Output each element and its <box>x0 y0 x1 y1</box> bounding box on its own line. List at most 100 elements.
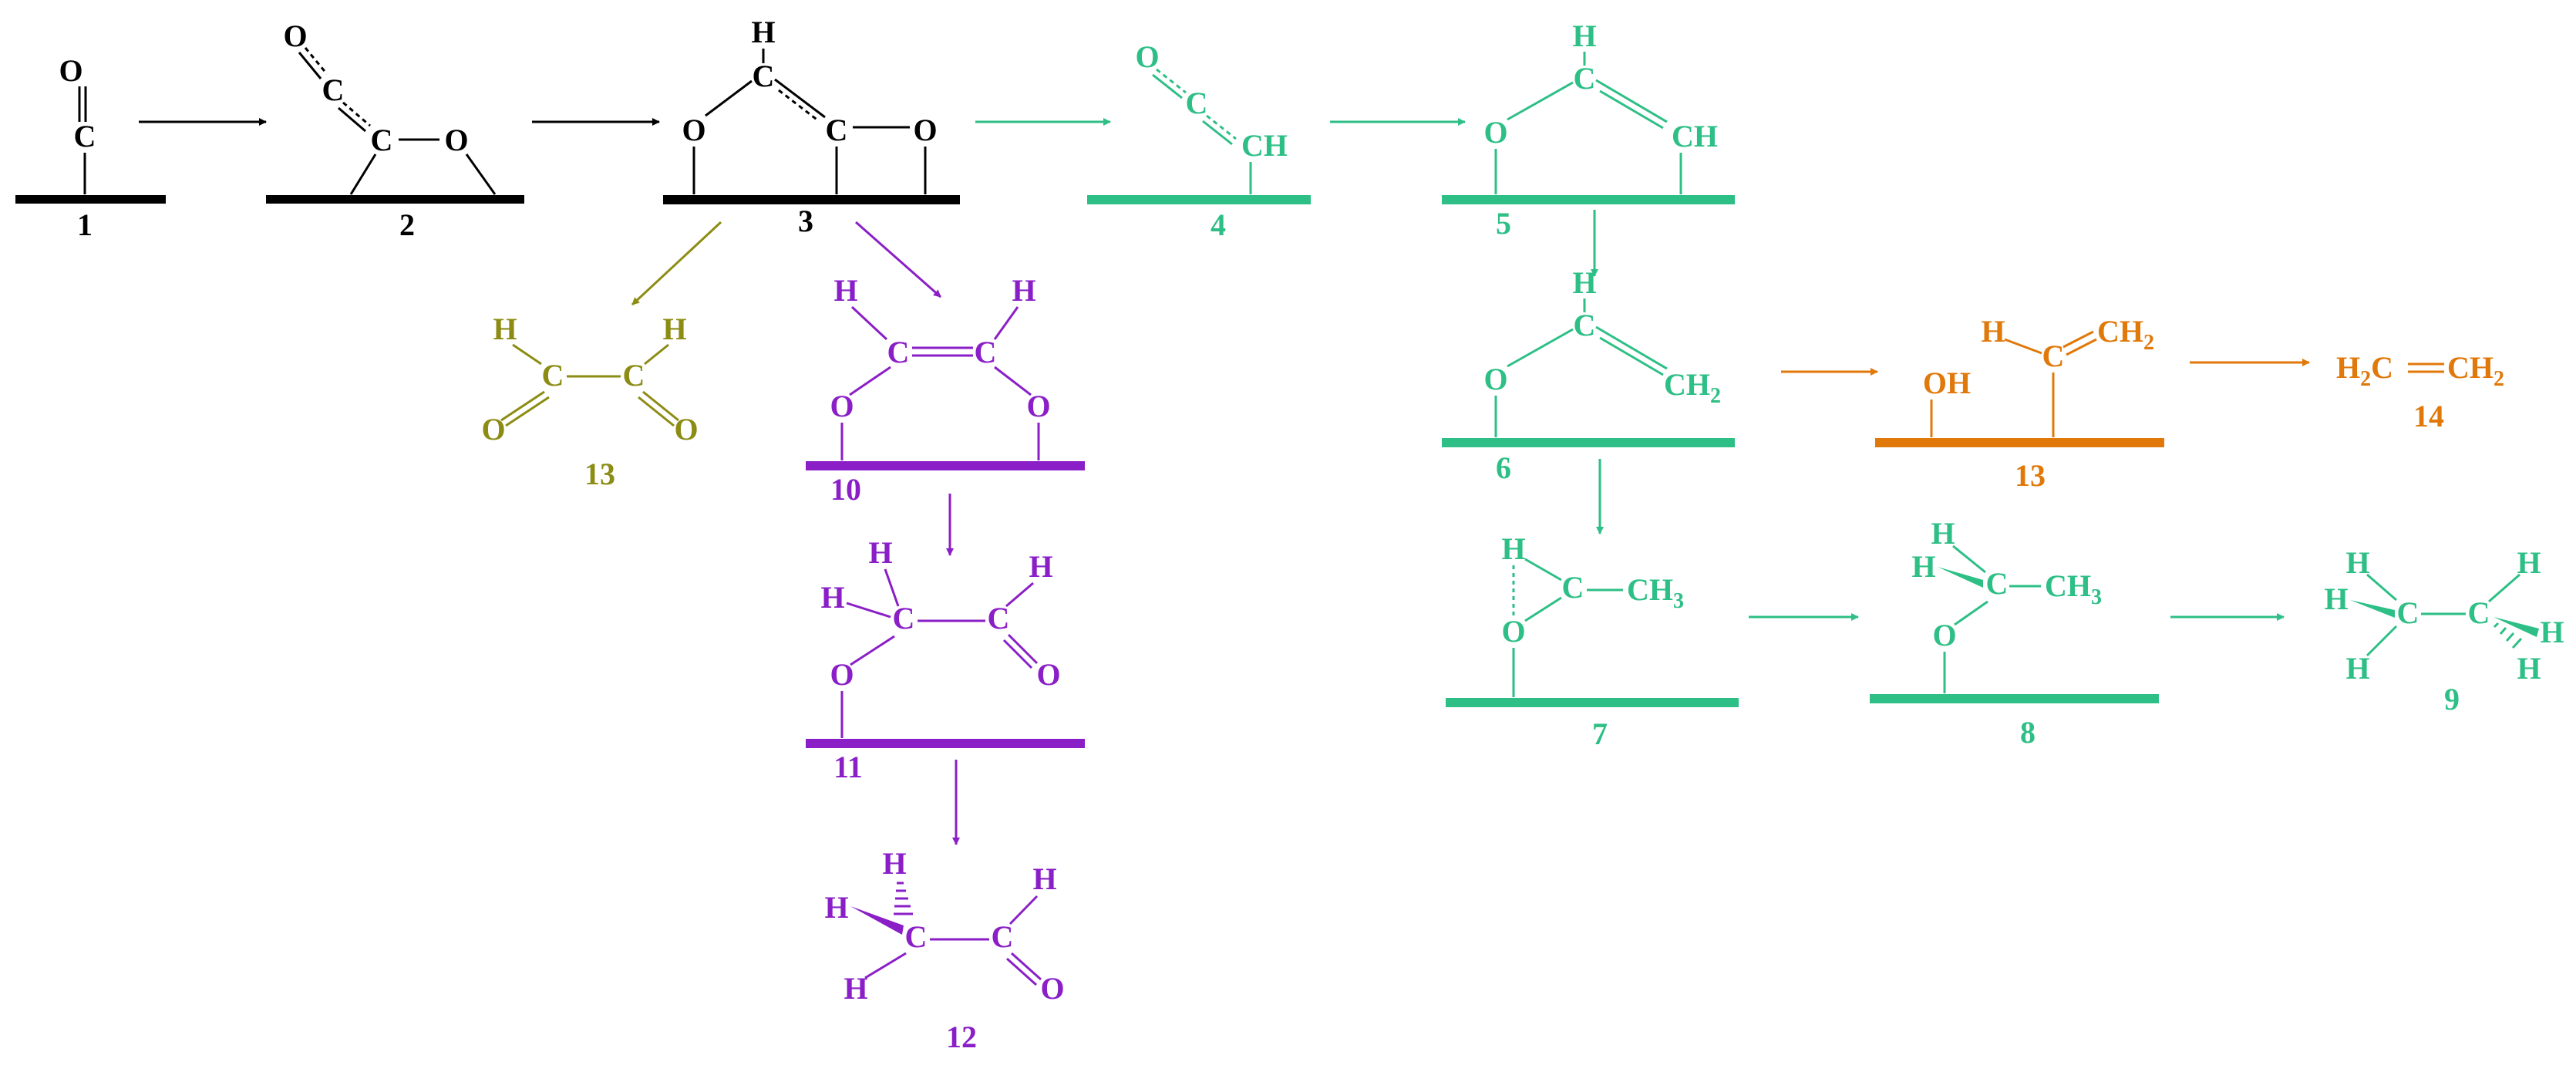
surface-8 <box>1870 694 2159 703</box>
atom-o: O <box>1135 39 1159 74</box>
atom-h: H <box>1572 265 1596 300</box>
atom-o: O <box>830 657 854 692</box>
atom-h: H <box>1911 549 1935 584</box>
atom-h: H <box>1572 19 1596 53</box>
atom-ch3: CH3 <box>2045 568 2102 609</box>
surface-7 <box>1446 698 1739 707</box>
surface-10 <box>806 461 1085 470</box>
species-10: H H C C O O 10 <box>806 273 1085 507</box>
label-7: 7 <box>1592 716 1608 751</box>
species-1: O C 1 <box>15 53 166 242</box>
label-12: 12 <box>946 1020 977 1054</box>
atom-ch3: CH3 <box>1627 572 1684 613</box>
atom-h: H <box>1012 273 1035 308</box>
atom-o: O <box>913 113 937 147</box>
atom-h: H <box>1032 861 1056 896</box>
atom-h: H <box>1931 516 1955 551</box>
species-4: O C CH 4 <box>1087 39 1311 242</box>
atom-o: O <box>1501 614 1525 649</box>
atom-h: H <box>882 846 906 881</box>
atom-h: H <box>1501 531 1525 566</box>
label-6: 6 <box>1496 450 1511 485</box>
atom-c: C <box>623 358 645 393</box>
atom-c: C <box>753 59 775 93</box>
atom-c: C <box>1574 308 1596 342</box>
atom-o: O <box>1483 362 1507 396</box>
label-1: 1 <box>77 207 93 242</box>
atom-ch2: CH2 <box>1664 367 1721 408</box>
label-11: 11 <box>833 750 863 784</box>
atom-h: H <box>2324 582 2348 616</box>
label-4: 4 <box>1211 207 1226 242</box>
atom-c: C <box>826 113 848 147</box>
atom-c: C <box>322 72 345 107</box>
label-14: 14 <box>2413 399 2444 433</box>
surface-1 <box>15 195 166 204</box>
species-8: H H C CH3 O 8 <box>1870 516 2159 750</box>
atom-o: O <box>283 19 307 53</box>
label-2: 2 <box>399 207 415 242</box>
species-14: H2C CH2 14 <box>2336 350 2504 433</box>
atom-c: C <box>2397 595 2419 630</box>
atom-h: H <box>662 312 686 346</box>
atom-h: H <box>820 580 844 615</box>
surface-13 <box>1875 438 2164 447</box>
label-8: 8 <box>2020 715 2036 750</box>
atom-h: H <box>2345 651 2369 686</box>
atom-c: C <box>893 601 915 635</box>
species-11: H H C C H O O 11 <box>806 535 1085 784</box>
species-9: H H H C C H H H 9 <box>2324 545 2564 716</box>
surface-5 <box>1442 195 1735 204</box>
atom-o: O <box>1040 971 1064 1006</box>
atom-o: O <box>1932 618 1956 652</box>
atom-ch2: CH2 <box>2097 314 2154 355</box>
atom-c: C <box>975 335 997 369</box>
atom-h: H <box>2517 545 2541 580</box>
atom-c: C <box>74 119 96 153</box>
atom-h: H <box>1029 549 1052 584</box>
species-13-surface: OH H C CH2 13 <box>1875 314 2164 493</box>
species-3: H C O C O 3 <box>663 15 960 238</box>
arrows <box>139 118 2310 845</box>
surface-4 <box>1087 195 1311 204</box>
label-10: 10 <box>830 472 861 507</box>
atom-o: O <box>444 123 468 157</box>
surface-6 <box>1442 438 1735 447</box>
species-6: H C O CH2 6 <box>1442 265 1735 485</box>
species-12: H H H C C H O 12 <box>824 846 1064 1054</box>
atom-c: C <box>988 601 1010 635</box>
atom-c: C <box>2042 339 2065 373</box>
arrow-3-to-13 <box>631 221 722 306</box>
atom-h: H <box>833 273 857 308</box>
atom-h: H <box>1981 314 2005 349</box>
atom-h: H <box>2517 651 2541 686</box>
atom-h2c: H2C <box>2336 350 2393 391</box>
arrow-3-to-10 <box>855 221 941 298</box>
surface-3 <box>663 195 960 204</box>
atom-o: O <box>1036 657 1060 692</box>
label-3: 3 <box>798 204 813 238</box>
surface-2 <box>266 195 524 204</box>
atom-h: H <box>824 890 848 925</box>
atom-h: H <box>751 15 775 49</box>
label-13a: 13 <box>584 457 615 491</box>
surface-11 <box>806 739 1085 748</box>
label-5: 5 <box>1496 206 1511 241</box>
atom-o: O <box>1483 115 1507 150</box>
atom-ch: CH <box>1241 128 1288 163</box>
atom-c: C <box>2468 595 2490 630</box>
atom-c: C <box>371 123 393 157</box>
atom-h: H <box>493 312 517 346</box>
atom-h: H <box>868 535 892 570</box>
species-2: O C C O 2 <box>266 19 524 242</box>
label-9: 9 <box>2444 682 2460 716</box>
label-13b: 13 <box>2015 458 2046 493</box>
atom-h: H <box>844 971 867 1006</box>
hashed-wedge <box>2493 622 2523 649</box>
species-13-glyoxal: H H C C O O 13 <box>481 312 698 491</box>
atom-c: C <box>887 335 910 369</box>
atom-o: O <box>682 113 705 147</box>
atom-c: C <box>1562 570 1584 605</box>
species-5: H C O CH 5 <box>1442 19 1735 241</box>
